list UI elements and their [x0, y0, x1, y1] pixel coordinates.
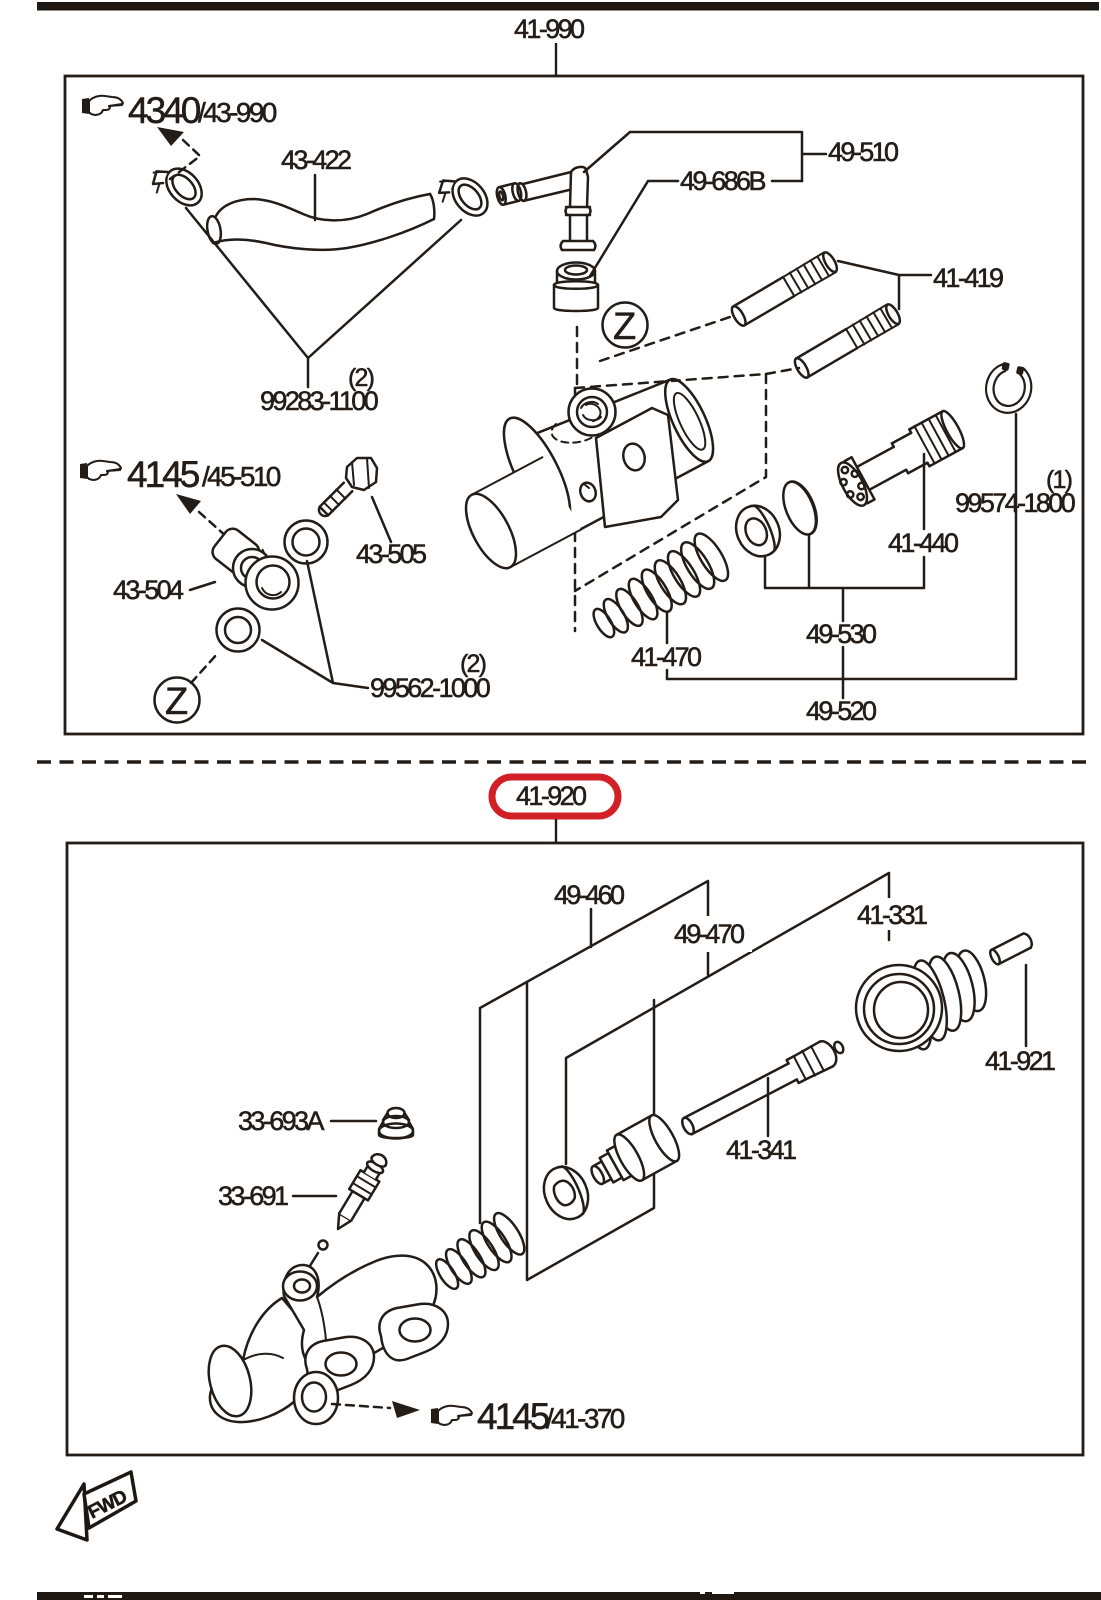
svg-text:49-460: 49-460 — [554, 880, 624, 910]
svg-text:41-470: 41-470 — [631, 642, 701, 672]
svg-text:41-440: 41-440 — [888, 528, 958, 558]
svg-text:Z: Z — [165, 681, 188, 723]
svg-text:43-422: 43-422 — [281, 145, 351, 175]
svg-text:/43-990: /43-990 — [198, 97, 277, 128]
svg-text:49-520: 49-520 — [806, 696, 876, 726]
svg-text:(2): (2) — [348, 364, 374, 392]
svg-text:41-990: 41-990 — [514, 14, 584, 44]
svg-text:49-530: 49-530 — [806, 619, 876, 649]
svg-text:41-921: 41-921 — [985, 1046, 1055, 1076]
svg-text:(1): (1) — [1046, 466, 1072, 494]
svg-text:41-419: 41-419 — [933, 263, 1003, 293]
svg-text:41-331: 41-331 — [857, 900, 927, 930]
svg-text:99574-1800: 99574-1800 — [955, 488, 1075, 518]
svg-text:99562-1000: 99562-1000 — [370, 673, 490, 703]
svg-text:43-505: 43-505 — [356, 539, 426, 569]
svg-text:49-470: 49-470 — [674, 919, 744, 949]
svg-text:49-686B: 49-686B — [680, 166, 765, 196]
svg-text:49-510: 49-510 — [828, 137, 898, 167]
svg-text:99283-1100: 99283-1100 — [260, 386, 378, 416]
svg-text:4145: 4145 — [477, 1396, 550, 1437]
svg-text:33-693A: 33-693A — [238, 1106, 324, 1136]
svg-text:4145: 4145 — [127, 454, 200, 495]
svg-text:Z: Z — [613, 306, 636, 348]
svg-text:33-691: 33-691 — [218, 1181, 288, 1211]
svg-text:41-920: 41-920 — [516, 781, 586, 811]
svg-text:/45-510: /45-510 — [202, 461, 281, 492]
svg-text:(2): (2) — [460, 650, 486, 678]
svg-text:/41-370: /41-370 — [546, 1403, 625, 1434]
svg-text:4340: 4340 — [128, 90, 201, 131]
svg-text:41-341: 41-341 — [726, 1135, 796, 1165]
svg-text:43-504: 43-504 — [113, 575, 184, 605]
